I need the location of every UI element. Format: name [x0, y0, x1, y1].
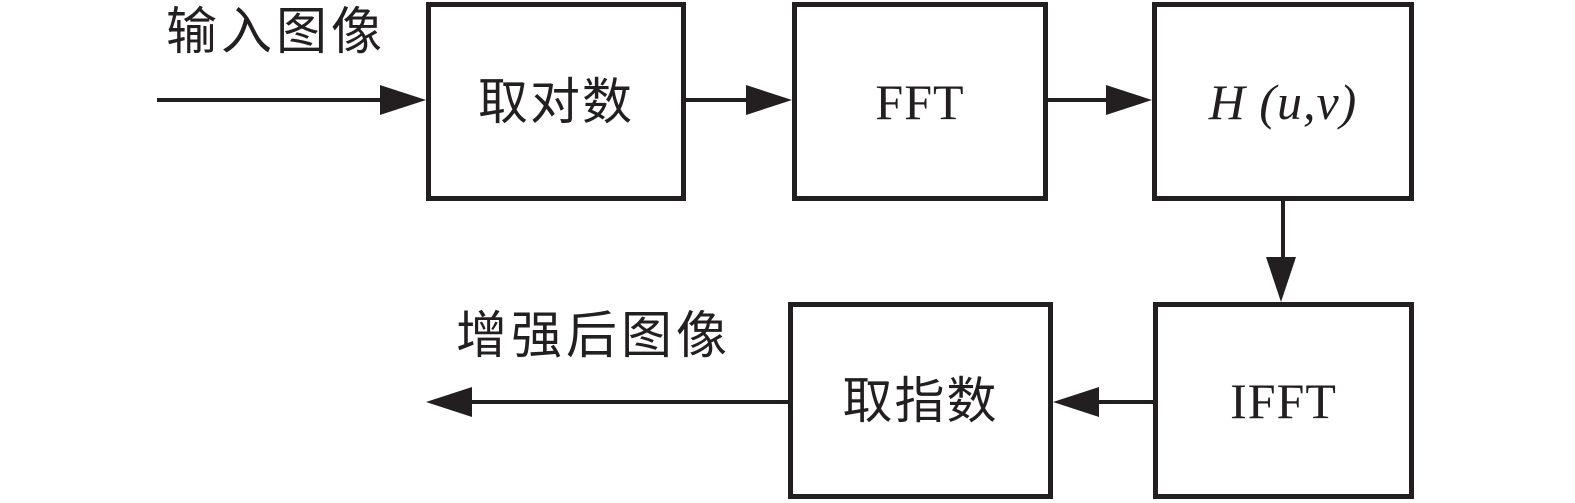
arrow-exp-to-output-head-icon: [426, 387, 472, 417]
enhanced-image-label: 增强后图像: [456, 309, 732, 365]
box-ifft: IFFT: [1153, 302, 1414, 499]
arrow-log-to-fft-head-icon: [746, 85, 792, 115]
box-fft: FFT: [792, 2, 1048, 201]
arrow-huv-to-ifft-head-icon: [1266, 257, 1296, 302]
arrow-ifft-to-exp-head-icon: [1053, 387, 1099, 417]
arrow-log-to-fft-line: [684, 98, 746, 102]
box-take-exp: 取指数: [788, 302, 1053, 499]
arrow-fft-to-huv-line: [1046, 98, 1106, 102]
box-take-log-label: 取对数: [478, 73, 634, 130]
arrow-exp-to-output-line: [472, 400, 789, 404]
box-transfer-function-label: H (u,v): [1208, 73, 1358, 130]
box-ifft-label: IFFT: [1230, 372, 1337, 429]
arrow-input-to-log-head-icon: [380, 85, 426, 115]
arrow-ifft-to-exp-line: [1099, 400, 1155, 404]
box-transfer-function: H (u,v): [1152, 2, 1414, 201]
box-take-exp-label: 取指数: [842, 372, 999, 429]
arrow-fft-to-huv-head-icon: [1106, 85, 1152, 115]
arrow-huv-to-ifft-line: [1281, 199, 1285, 257]
arrow-input-to-log-line: [157, 98, 380, 102]
box-take-log: 取对数: [426, 2, 686, 201]
input-image-label: 输入图像: [166, 5, 387, 61]
box-fft-label: FFT: [875, 73, 965, 130]
